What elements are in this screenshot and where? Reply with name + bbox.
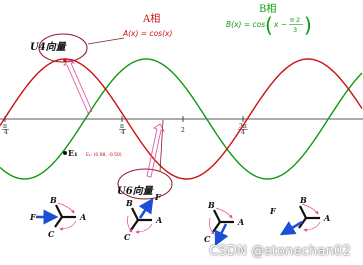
- label-f: F: [154, 192, 162, 202]
- tick-label-2-den: 4: [121, 129, 125, 136]
- u6-hollow-arrow: [146, 123, 165, 178]
- tick-label-1-den: 4: [4, 129, 8, 136]
- phase-b-formula-x: x −: [273, 20, 287, 29]
- vector-diagram-4: B F A: [269, 195, 330, 236]
- label-b: B: [207, 200, 215, 210]
- phase-a-curve: [0, 58, 363, 180]
- vector-diagram-2: B F C A: [124, 192, 162, 242]
- phase-b-curve: [0, 58, 363, 180]
- label-a: A: [79, 212, 86, 222]
- label-f: F: [29, 212, 37, 222]
- tick-label-2-num: π: [120, 123, 124, 130]
- phase-b-formula-num: π·2: [290, 16, 300, 24]
- label-b: B: [299, 195, 307, 205]
- tick-label-1-num: π: [3, 123, 7, 130]
- vector-diagram-1: B F C A: [29, 195, 86, 239]
- phase-b-paren-open: (: [265, 13, 273, 37]
- u4-label: U4向量: [30, 41, 68, 53]
- label-f: F: [269, 206, 277, 216]
- label-b: B: [49, 195, 57, 205]
- u4-point: [63, 58, 67, 62]
- phase-b-paren-close: ): [304, 13, 312, 37]
- e1-point: [63, 151, 67, 155]
- e1-coordinates: E₁: (0.98, -0.50): [86, 152, 122, 158]
- label-c: C: [48, 229, 55, 239]
- vector-f-arrow: [138, 197, 154, 219]
- label-a: A: [323, 213, 330, 223]
- label-c: C: [124, 232, 131, 242]
- phase-b-title: B相: [259, 2, 276, 15]
- label-a: A: [237, 217, 244, 227]
- phase-a-title: A相: [142, 12, 160, 25]
- label-b: B: [125, 198, 133, 208]
- label-c: C: [204, 234, 211, 244]
- watermark-text: CSDN @stonechan02: [209, 244, 351, 259]
- u6-label: U6向量: [117, 185, 155, 197]
- phase-b-formula-den: 3: [293, 26, 297, 34]
- vector-f-arrow: [214, 223, 229, 247]
- tick-label-3: 2: [181, 127, 185, 134]
- u4-connector: [87, 37, 125, 45]
- phase-a-formula: A(x) = cos(x): [122, 29, 172, 38]
- phase-b-formula-prefix: B(x) = cos: [226, 20, 265, 29]
- u4-hollow-arrow: [63, 59, 93, 114]
- u4-highlight-ellipse: [38, 33, 88, 63]
- vector-diagram-3: B A C: [204, 200, 244, 247]
- label-a: A: [155, 215, 162, 225]
- vector-f-arrow: [279, 220, 303, 236]
- tick-label-4-den: 4: [241, 129, 245, 136]
- e1-label: E₁: [68, 148, 78, 158]
